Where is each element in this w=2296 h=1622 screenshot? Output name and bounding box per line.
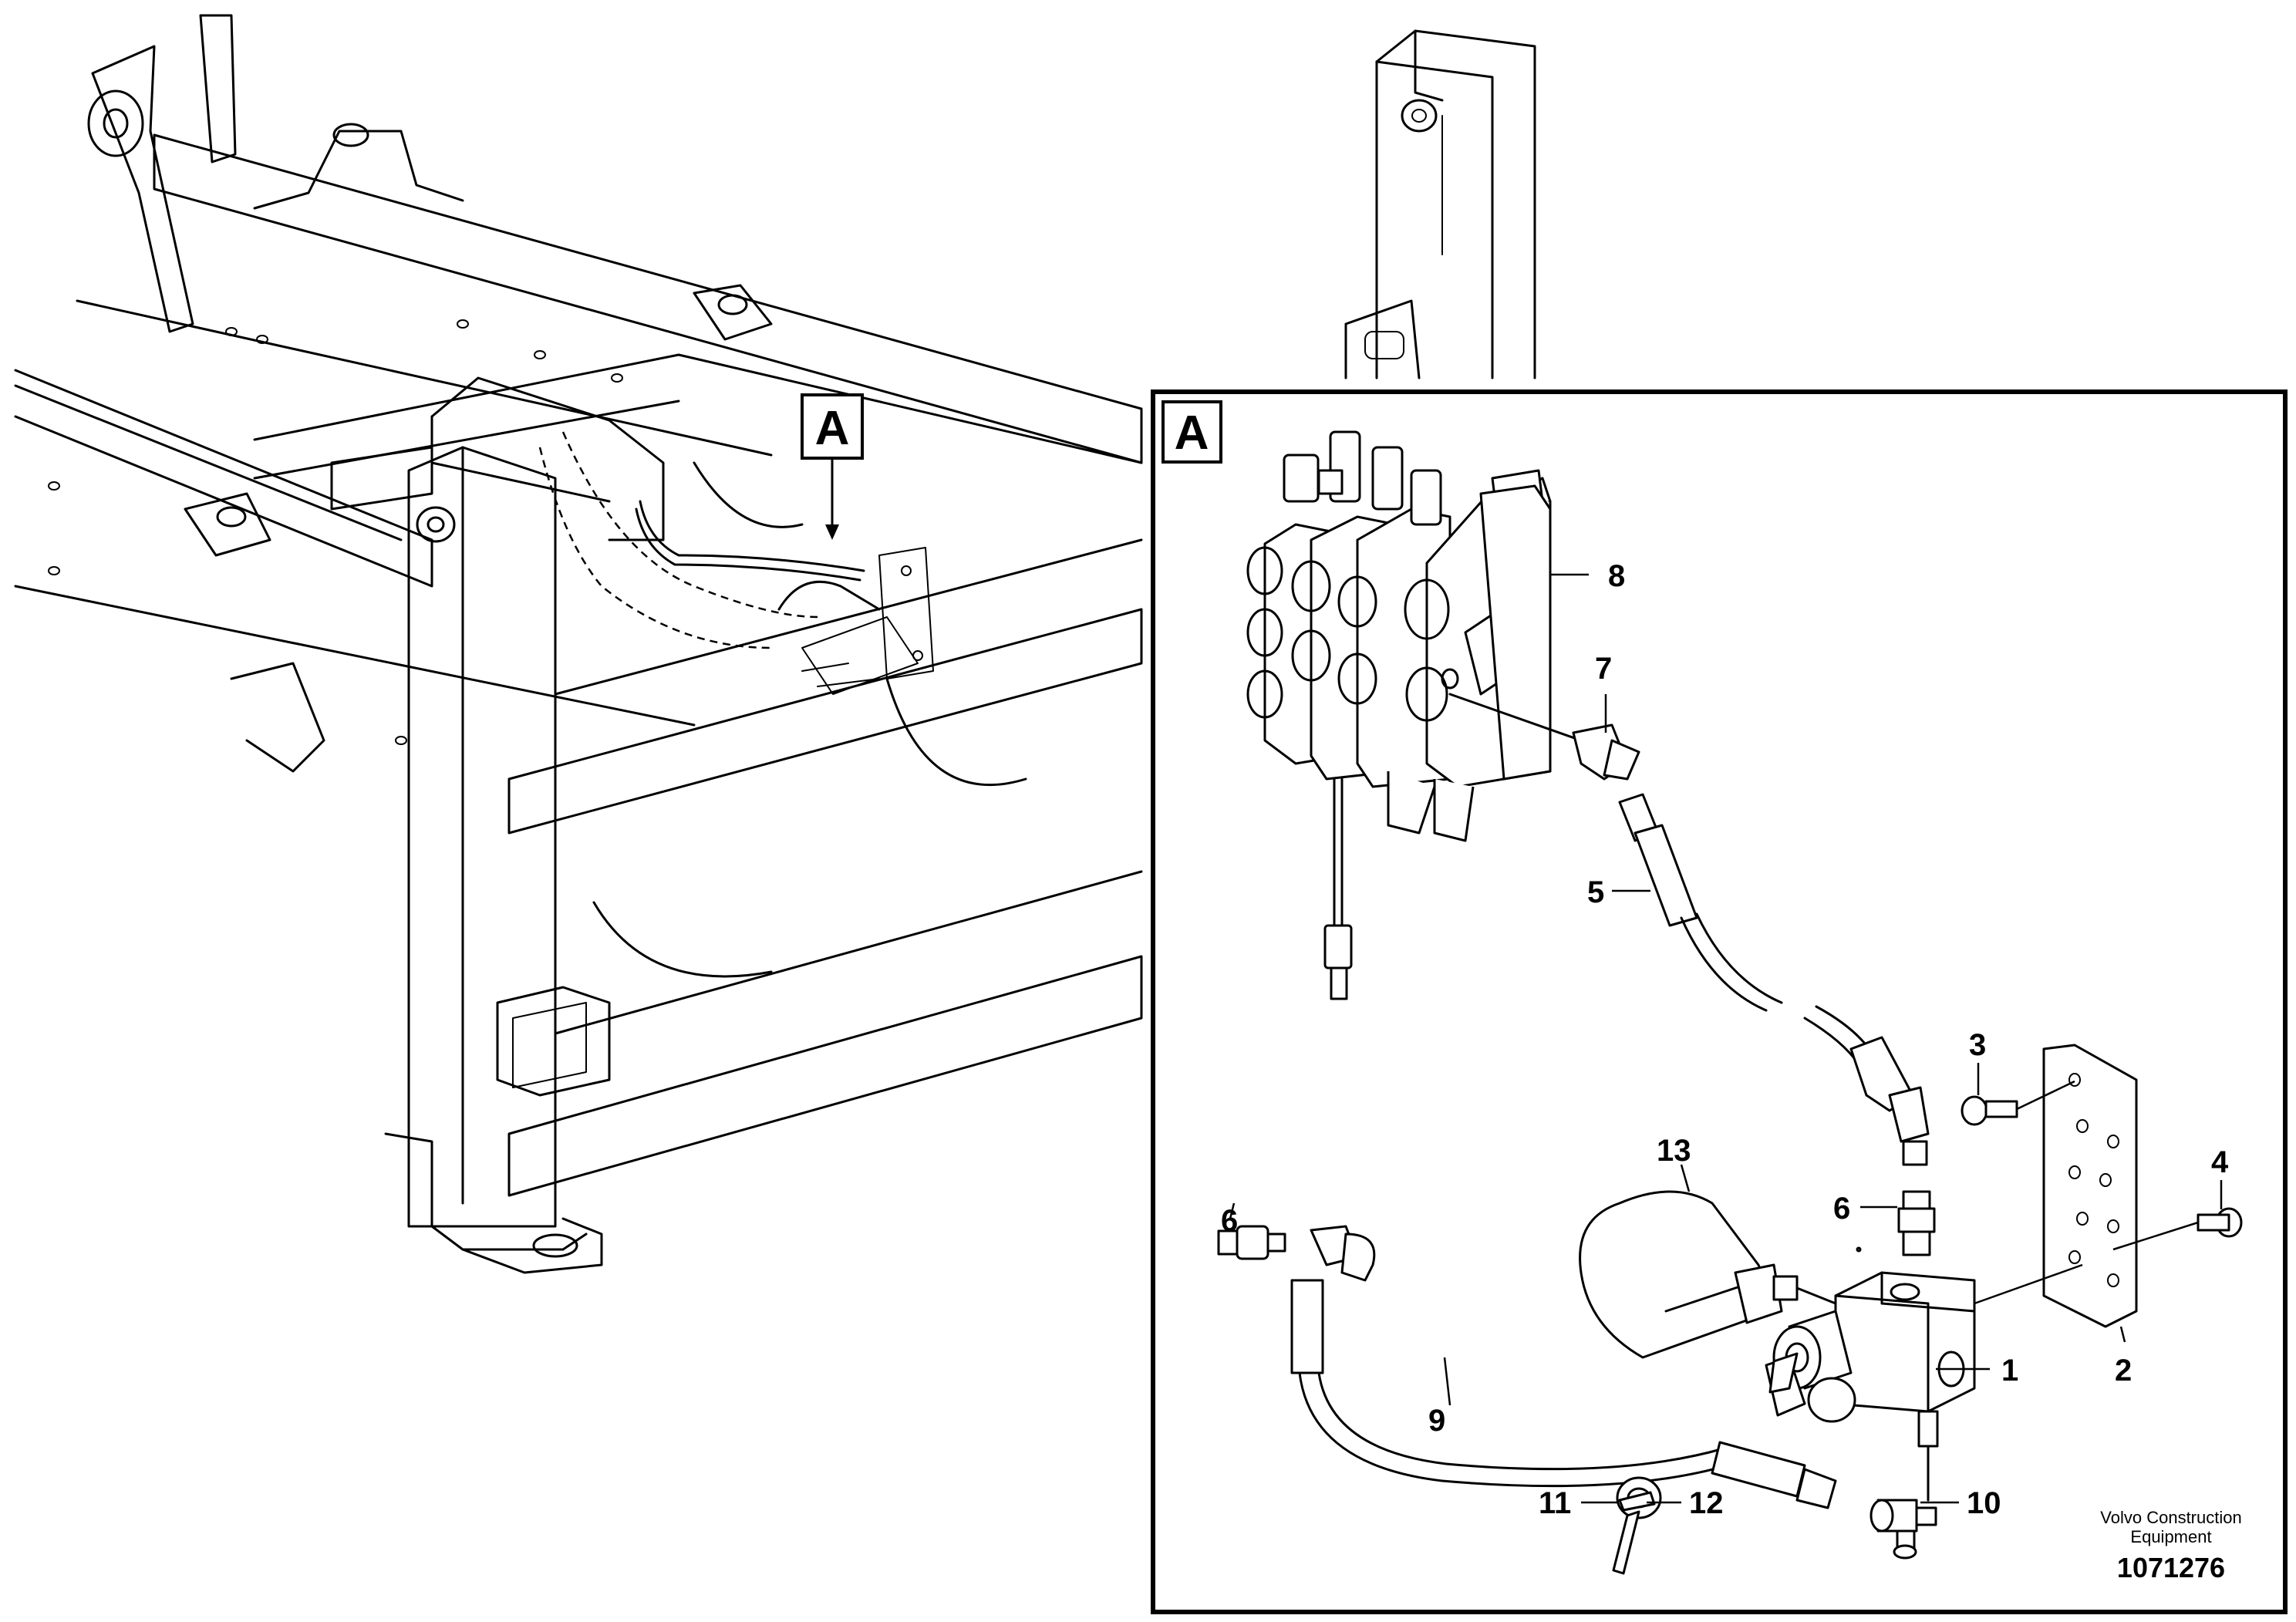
mounting-plate-2 [1974, 1044, 2138, 1328]
company-name-line1: Volvo Construction [2100, 1508, 2241, 1527]
tee-fitting-10 [1870, 1445, 1937, 1560]
control-valve-block [1246, 430, 1552, 1000]
hose-assembly-5 [1618, 793, 1930, 1166]
callout-6-right: 6 [1833, 1192, 1850, 1226]
drawing-number: 1071276 [2117, 1552, 2225, 1583]
detail-frame-label: A [1175, 406, 1209, 460]
callout-1: 1 [2001, 1354, 2018, 1388]
callout-13: 13 [1657, 1134, 1691, 1168]
machine-frame-overview [14, 14, 1143, 1274]
bolt-3 [1961, 1080, 2075, 1126]
callout-4: 4 [2211, 1145, 2229, 1179]
callout-3: 3 [1969, 1028, 1986, 1062]
adapter-6-right [1897, 1190, 1936, 1256]
company-name-line2: Equipment [2130, 1527, 2211, 1546]
detail-marker-label: A [815, 402, 850, 455]
leader-lines [1229, 573, 2223, 1504]
callout-10: 10 [1967, 1486, 2001, 1520]
callout-9: 9 [1428, 1404, 1445, 1438]
adapter-6-left [1217, 1225, 1862, 1260]
valve-block-1 [1765, 1271, 1976, 1448]
callout-11: 11 [1539, 1486, 1571, 1520]
callout-2: 2 [2115, 1354, 2132, 1388]
callouts: 8 7 5 3 4 13 6 6 6 1 2 9 10 11 12 [1428, 559, 2229, 1520]
upright-post-overview [1344, 29, 1536, 379]
callout-7: 7 [1595, 652, 1612, 686]
detail-view-a: A [1151, 389, 2288, 1614]
detail-marker-a: A [801, 393, 864, 540]
elbow-fitting-7 [1448, 693, 1640, 781]
cable-clamp-11-12 [1612, 1476, 1662, 1575]
drawing-footer: Volvo Construction Equipment 1071276 [2100, 1508, 2241, 1583]
callout-5: 5 [1587, 875, 1604, 909]
bolt-4 [2112, 1207, 2243, 1251]
accumulator-13 [1579, 1190, 1837, 1359]
callout-6-left-label: 6 [1221, 1204, 1239, 1238]
callout-12: 12 [1689, 1486, 1724, 1520]
hose-assembly-9 [1290, 1225, 1837, 1509]
callout-8: 8 [1608, 559, 1625, 593]
